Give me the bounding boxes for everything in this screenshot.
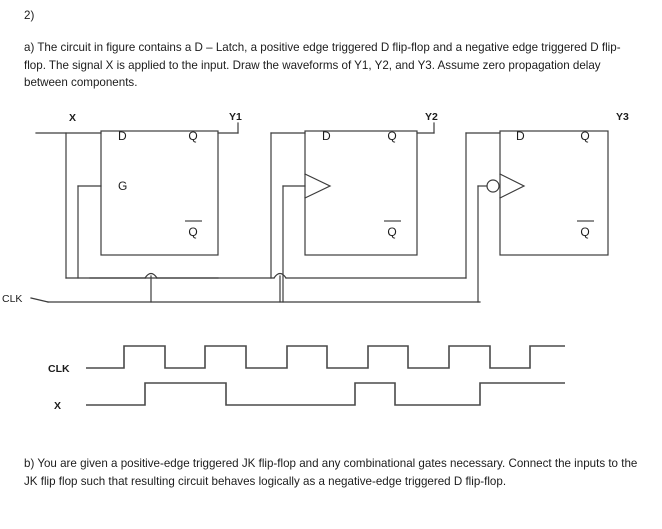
label-dff-neg-q: Q (580, 129, 589, 143)
label-latch-g: G (118, 179, 127, 193)
label-dff-pos-q: Q (387, 129, 396, 143)
question-number: 2) (24, 9, 35, 22)
wire-clk-label-lead (30, 297, 49, 303)
bus-hop-1 (144, 272, 158, 279)
circuit-svg: D G Q Q D Q Q D Q Q X Y1 Y2 (2, 111, 629, 305)
waveform-label-clk: CLK (48, 363, 70, 375)
label-dff-pos-qbar: Q (387, 225, 396, 239)
block-dff-pos-body (304, 130, 418, 256)
label-latch-d: D (118, 129, 127, 143)
waveform-trace-clk (86, 345, 565, 369)
label-output-y3: Y3 (616, 111, 629, 123)
label-dff-pos-d: D (322, 129, 331, 143)
waveform-svg: CLK X (48, 345, 565, 412)
circuit-diagram: D G Q Q D Q Q D Q Q X Y1 Y2 (0, 108, 662, 318)
label-clk-bus: CLK (2, 293, 22, 305)
label-dff-neg-d: D (516, 129, 525, 143)
block-dff-neg-body (499, 130, 609, 256)
label-dff-neg-qbar: Q (580, 225, 589, 239)
block-d-latch-body (100, 130, 219, 256)
bus-hop-2 (273, 272, 287, 279)
clock-triangle-pos (304, 173, 332, 199)
waveform-trace-x (86, 382, 565, 406)
waveform-panel: CLK X (0, 330, 662, 425)
question-part-b-text: b) You are given a positive-edge trigger… (24, 457, 638, 488)
question-part-a-text: a) The circuit in figure contains a D – … (24, 41, 621, 90)
label-output-y2: Y2 (425, 111, 438, 123)
label-output-y1: Y1 (229, 111, 242, 123)
label-signal-x: X (69, 112, 76, 124)
waveform-label-x: X (54, 400, 61, 412)
label-latch-qbar: Q (188, 225, 197, 239)
label-latch-q: Q (188, 129, 197, 143)
clock-inversion-bubble (486, 179, 500, 193)
clock-triangle-neg (499, 173, 526, 199)
